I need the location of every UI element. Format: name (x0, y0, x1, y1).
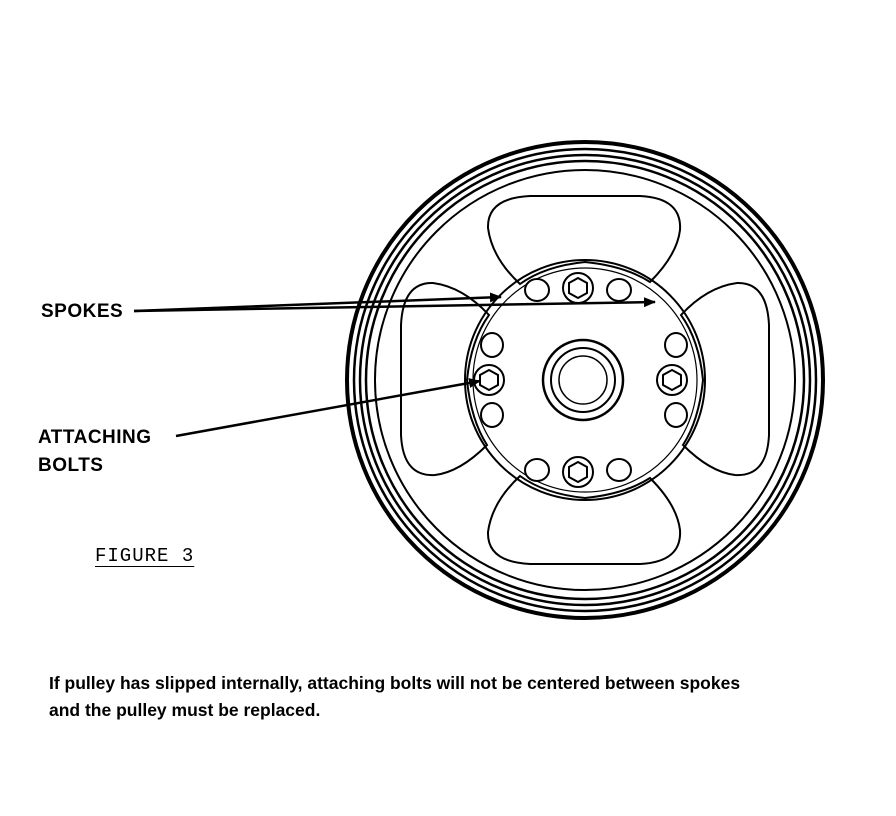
bolt-bottom (562, 456, 594, 488)
attaching-bolts-label-line1: ATTACHING (38, 427, 152, 448)
window-bottom (486, 474, 682, 565)
window-left (400, 281, 491, 477)
spokes-label-text: SPOKES (41, 301, 124, 322)
bolt-left (473, 364, 505, 396)
center-bore (541, 338, 625, 422)
note-text: If pulley has slipped internally, attach… (49, 670, 889, 724)
spokes-arrow-lower (133, 297, 656, 313)
attaching-bolts-label: ATTACHING BOLTS (38, 424, 152, 480)
leader-arrows (133, 292, 656, 438)
note-line-1: If pulley has slipped internally, attach… (49, 673, 741, 693)
spokes-label: SPOKES (41, 298, 123, 326)
bolt-right (656, 364, 688, 396)
attaching-bolts-label-line2: BOLTS (38, 455, 104, 476)
window-top (486, 195, 682, 286)
figure-caption: FIGURE 3 (95, 545, 195, 567)
note-line-2: and the pulley must be replaced. (49, 700, 321, 720)
window-right (679, 281, 770, 477)
spoke-windows (400, 195, 770, 565)
hub-plate (464, 259, 706, 501)
bolt-top (562, 272, 594, 304)
spokes-arrow-upper (133, 292, 502, 313)
bolts-arrow (175, 378, 481, 438)
pulley-rim (345, 140, 825, 620)
hub-holes (480, 278, 688, 482)
